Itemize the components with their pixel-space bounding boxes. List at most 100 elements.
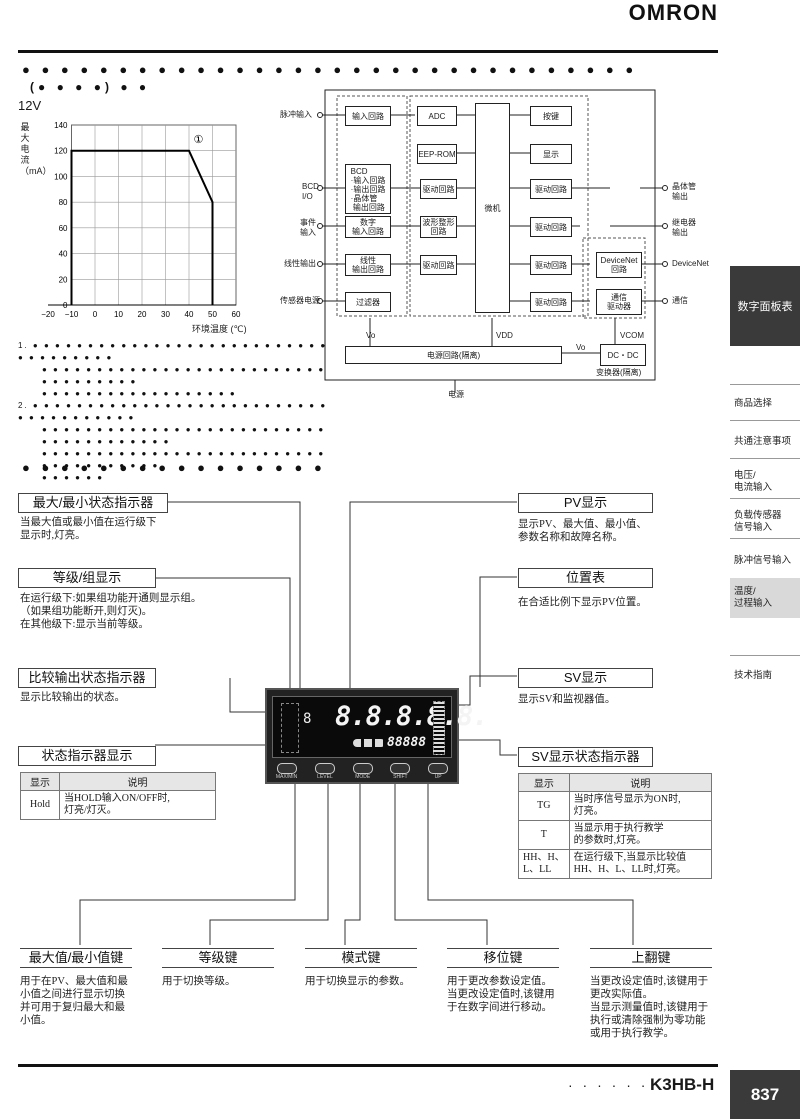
sv-status-lamps (353, 739, 385, 747)
x-tick-label: 20 (138, 310, 147, 319)
pv-digits: 8.8.8.8.8. (335, 701, 489, 732)
callout-lines (79, 501, 634, 945)
x-tick-label: −10 (65, 310, 79, 319)
label-vcom: VCOM (620, 331, 644, 340)
y-tick-label: 140 (54, 121, 68, 130)
panel-key-up[interactable]: UP (428, 762, 449, 780)
sidebar-highlight (730, 578, 800, 618)
block-right-drive-2: 驱动回路 (530, 217, 572, 237)
block-wave-shaping: 波形整形 回路 (420, 216, 457, 238)
notes-block: 1. ● ● ● ● ● ● ● ● ● ● ● ● ● ● ● ● ● ● ●… (18, 340, 328, 482)
key-up-title: 上翻键 (590, 948, 712, 968)
note2-num: 2. (18, 401, 29, 410)
panel-key-mode[interactable]: MODE (352, 762, 373, 780)
x-tick-label: 50 (208, 310, 217, 319)
top-rule (18, 50, 718, 53)
lcd-screen: 8 8.8.8.8.8. 88888 (272, 696, 489, 758)
sv-display-desc: 显示SV和监视器值。 (518, 694, 616, 705)
note1-line3: ● ● ● ● ● ● ● ● ● ● ● ● ● ● ● ● ● ● (42, 389, 237, 398)
sidebar-item-common-notes[interactable]: 共通注意事项 (734, 436, 792, 447)
block-devicenet: DeviceNet 回路 (596, 252, 642, 278)
status-table-r1c1: Hold (20, 790, 60, 820)
device-panel: 8 8.8.8.8.8. 88888 MAX/MIN LEVEL MODE SHIFT… (265, 688, 489, 784)
label-linear-output: 线性输出 (284, 259, 316, 268)
label-power: 电源 (448, 390, 464, 399)
position-bar-meter (433, 701, 445, 755)
bottom-rule (18, 1064, 718, 1067)
label-relay-output: 继电器 输出 (672, 218, 696, 237)
section1-title: ● ● ● ● ● ● ● ● ● ● ● ● ● ● ● ● ● ● ● ● … (22, 62, 638, 77)
key-row: MAX/MIN LEVEL MODE SHIFT UP (267, 762, 457, 780)
status-table-h2: 说明 (59, 772, 216, 791)
key-button-icon (314, 762, 335, 774)
sidebar-item-load-sensor[interactable]: 负载传感器 信号输入 (734, 510, 782, 533)
key-label: LEVEL (317, 773, 333, 780)
sidebar-item-tech-guide[interactable]: 技术指南 (734, 670, 773, 681)
sv-table-r2c2: 当显示用于执行教学 的参数时,灯亮。 (568, 820, 713, 850)
block-drive-1: 驱动回路 (420, 179, 457, 199)
sidebar-item-voltage-current[interactable]: 电压/ 电流输入 (734, 470, 773, 493)
label-devicenet-out: DeviceNet (672, 259, 709, 268)
note1-line1: ● ● ● ● ● ● ● ● ● ● ● ● ● ● ● ● ● ● ● ● … (18, 341, 328, 362)
panel-key-level[interactable]: LEVEL (314, 762, 335, 780)
label-sensor-power: 传感器电源 (280, 296, 320, 305)
block-drive-3: 驱动回路 (420, 255, 457, 275)
sv-status-title: SV显示状态指示器 (518, 747, 653, 767)
sv-table-h2: 说明 (568, 773, 713, 792)
key-label: MAX/MIN (275, 773, 298, 780)
x-tick-label: −20 (41, 310, 55, 319)
sv-table-r3c1: HH、H、 L、LL (518, 849, 570, 879)
maxmin-indicator-title: 最大/最小状态指示器 (18, 493, 168, 513)
label-vdd: VDD (496, 331, 513, 340)
chart-xlabel: 环境温度 (℃) (192, 324, 247, 334)
x-tick-label: 40 (185, 310, 194, 319)
section1-subtitle: (● ● ● ●) ● ● (30, 80, 151, 94)
sidebar-item-pulse[interactable]: 脉冲信号输入 (734, 555, 792, 566)
x-tick-label: 10 (114, 310, 123, 319)
panel-key-max-min[interactable]: MAX/MIN (275, 762, 298, 780)
compare-indicator-title: 比较输出状态指示器 (18, 668, 156, 688)
key-button-icon (390, 762, 411, 774)
sv-table-r1c2: 当时序信号显示为ON时, 灯亮。 (568, 791, 713, 821)
block-right-drive-3: 驱动回路 (530, 255, 572, 275)
note2-line1: ● ● ● ● ● ● ● ● ● ● ● ● ● ● ● ● ● ● ● ● … (18, 401, 328, 422)
sidebar-divider (730, 655, 800, 656)
block-right-drive-4: 驱动回路 (530, 292, 572, 312)
key-button-icon (352, 762, 373, 774)
label-vo: Vo (366, 331, 376, 340)
sv-digits: 88888 (387, 735, 427, 750)
y-tick-label: 100 (54, 172, 68, 181)
block-input-circuit: 输入回路 (345, 106, 391, 126)
key-button-icon (276, 762, 297, 774)
sidebar-divider (730, 384, 800, 385)
sidebar-divider (730, 420, 800, 421)
sidebar-divider (730, 498, 800, 499)
sv-table-r2c1: T (518, 820, 570, 850)
panel-key-shift[interactable]: SHIFT (390, 762, 411, 780)
section2-title: ● ● ● ● ● ● ● ● ● ● ● ● ● ● ● ● (22, 460, 326, 475)
key-button-icon (428, 762, 449, 774)
label-transistor-output: 晶体管 输出 (672, 182, 696, 201)
label-event-input: 事件 输入 (300, 218, 316, 237)
block-comm-driver: 通信 驱动器 (596, 289, 642, 315)
note2-line2: ● ● ● ● ● ● ● ● ● ● ● ● ● ● ● ● ● ● ● ● … (42, 425, 326, 446)
note2-line3: ● ● ● ● ● ● ● ● ● ● ● ● ● ● ● ● ● ● ● ● … (42, 449, 326, 470)
compare-indicators (281, 703, 299, 753)
x-tick-label: 0 (93, 310, 98, 319)
y-tick-label: 120 (54, 147, 68, 156)
sidebar-item-product-selection[interactable]: 商品选择 (734, 398, 773, 409)
key-label: MODE (355, 773, 371, 780)
chart-annotation: ① (193, 134, 203, 146)
block-keys: 按键 (530, 106, 572, 126)
sidebar-item-temperature[interactable]: 温度/ 过程输入 (734, 586, 773, 609)
sidebar-tab-digital-panel[interactable]: 数字面板表 (730, 266, 800, 346)
sv-table-r3c2: 在运行级下,当显示比较值 HH、H、L、LL时,灯亮。 (568, 849, 713, 879)
label-converter: 变换器(隔离) (596, 368, 642, 377)
voltage-label: 12V (18, 98, 42, 113)
block-filter: 过滤器 (345, 292, 391, 312)
key-mode-title: 模式键 (305, 948, 417, 968)
y-tick-label: 60 (59, 224, 68, 233)
block-eeprom: EEP-ROM (417, 144, 457, 164)
level-display-desc: 在运行级下:如果组功能开通则显示组。 （如果组功能断开,则灯灭)。 在其他级下:… (20, 593, 202, 630)
